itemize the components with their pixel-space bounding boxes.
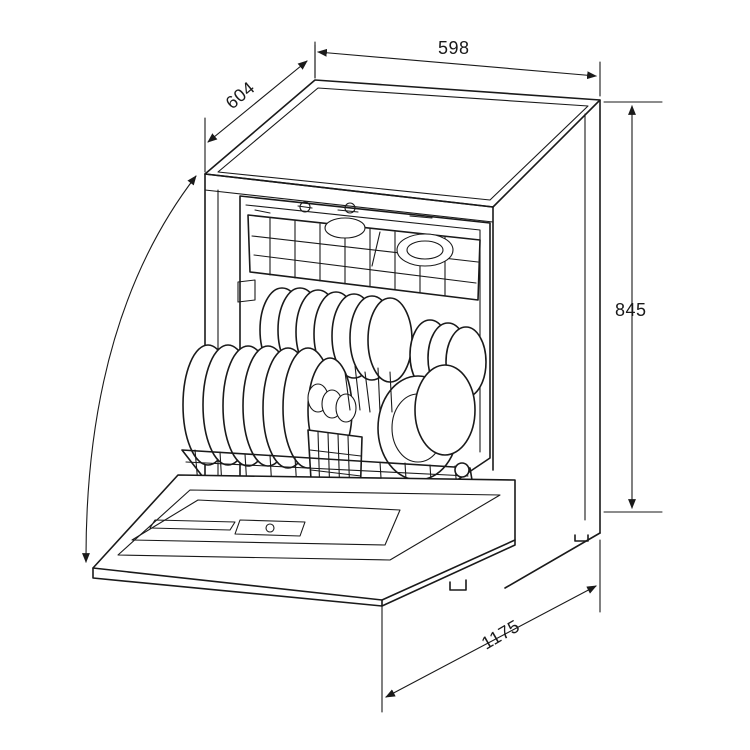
upper-basket — [247, 214, 481, 301]
height-dimension: 845 — [603, 101, 663, 513]
door-open-label: 1175 — [478, 616, 523, 654]
detergent-dispenser — [234, 519, 306, 537]
wheel-icon — [454, 462, 470, 478]
depth-label: 604 — [222, 77, 259, 113]
cutlery — [307, 365, 393, 423]
door-swing-arc — [82, 175, 197, 563]
height-label: 845 — [615, 300, 647, 320]
width-label: 598 — [438, 38, 470, 58]
open-door — [92, 474, 516, 607]
